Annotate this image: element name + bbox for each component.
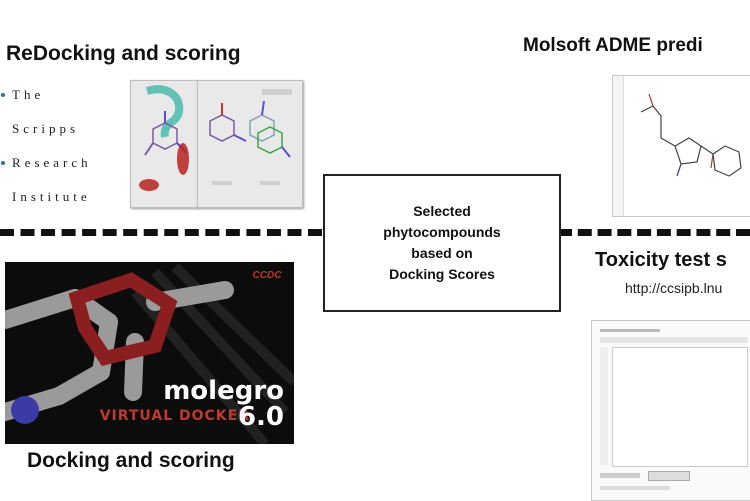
drawing-canvas	[612, 347, 748, 467]
toxicity-heading: Toxicity test s	[595, 249, 727, 271]
footer-text	[600, 486, 670, 490]
separator-line-right	[558, 229, 750, 236]
redocking-heading: ReDocking and scoring	[6, 42, 241, 65]
molecule-graphic	[139, 85, 189, 191]
ccdc-logo: CCDC	[252, 270, 282, 281]
toxicity-url[interactable]: http://ccsipb.lnu	[625, 280, 723, 296]
separator-line-left	[0, 229, 322, 236]
molegro-name: molegro	[163, 376, 284, 406]
selection-box-line: Docking Scores	[389, 266, 495, 282]
molecule-graphic	[209, 89, 292, 185]
toxicity-screenshot	[591, 320, 750, 501]
docking-heading: Docking and scoring	[27, 449, 235, 472]
logo-dot-icon	[1, 93, 5, 97]
scripps-logo: The Scripps Research Institute	[1, 84, 92, 220]
scripps-logo-line: The	[12, 87, 45, 102]
selection-box: Selected phytocompounds based on Docking…	[323, 174, 561, 312]
scripps-logo-line: Research	[12, 155, 92, 170]
selection-box-line: based on	[411, 245, 473, 261]
molegro-version: 6.0	[237, 402, 284, 432]
molsoft-screenshot	[612, 75, 750, 217]
logo-dot-icon	[1, 161, 5, 165]
selection-box-line: phytocompounds	[383, 224, 501, 240]
molecule-render	[5, 263, 294, 444]
tool-palette	[613, 76, 624, 216]
submit-button	[648, 471, 690, 481]
toolbar	[600, 337, 748, 343]
window-title-bar	[600, 329, 660, 332]
redocking-image-right	[197, 80, 303, 208]
molsoft-heading: Molsoft ADME predi	[523, 35, 703, 56]
selection-box-line: Selected	[413, 203, 471, 219]
molecule-structure	[640, 93, 742, 177]
molegro-product: VIRTUAL DOCKER	[99, 408, 250, 424]
redocking-image-left	[130, 80, 198, 208]
tool-palette	[600, 347, 608, 465]
molegro-docker-image: CCDC molegro VIRTUAL DOCKER 6.0	[5, 262, 294, 444]
input-field	[600, 473, 640, 478]
scripps-logo-line: Institute	[12, 189, 91, 204]
scripps-logo-line: Scripps	[12, 121, 79, 136]
